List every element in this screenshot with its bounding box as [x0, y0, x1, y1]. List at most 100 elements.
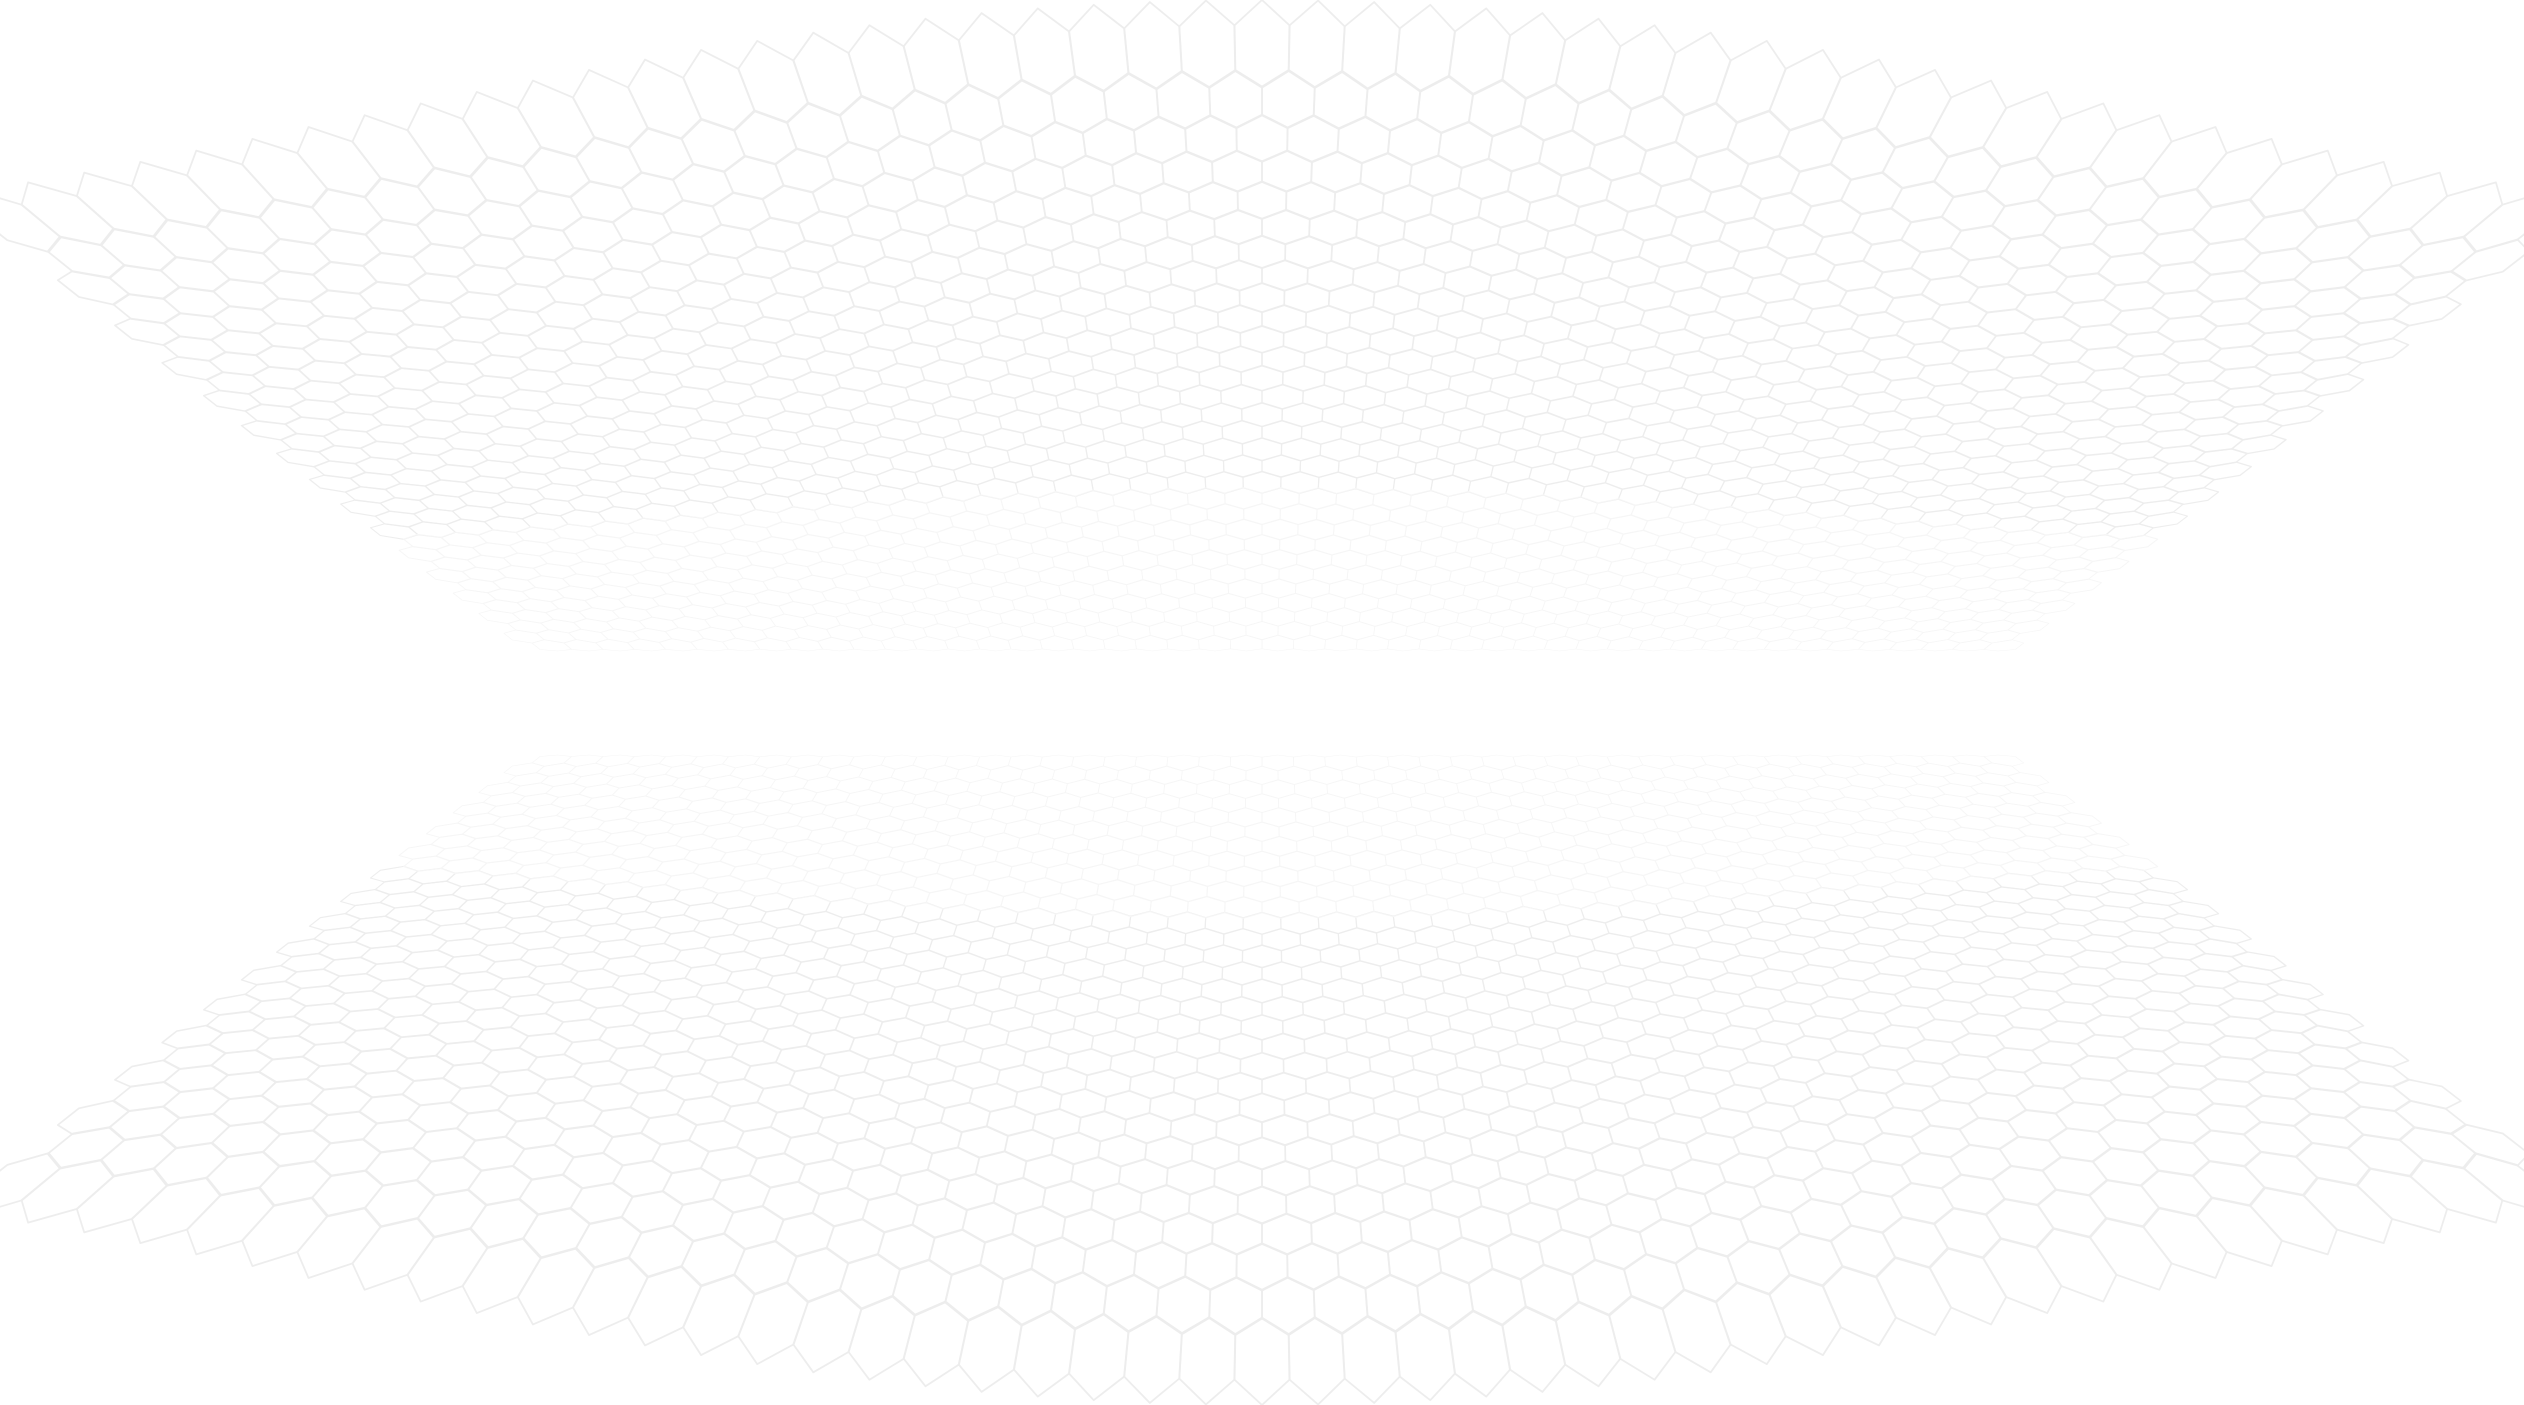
hexagon-cell [1669, 636, 1707, 652]
hexagon-cell [1617, 899, 1661, 922]
hexagon-cell [1976, 1068, 2036, 1098]
hexagon-cell [2250, 1049, 2314, 1077]
hexagon-cell [1019, 622, 1056, 641]
hexagon-cell [987, 765, 1024, 784]
hexagon-cell [450, 413, 504, 435]
hexagon-cell [1065, 1048, 1113, 1077]
hexagon-cell [1022, 877, 1063, 899]
hexagon-cell [1297, 518, 1335, 541]
hexagon-cell [1384, 849, 1423, 871]
hexagon-cell [1013, 990, 1060, 1016]
hexagon-cell [912, 754, 949, 770]
hexagon-cell [1763, 590, 1805, 608]
hexagon-cell [900, 610, 939, 629]
hexagon-cell [1340, 421, 1383, 446]
hexagon-cell [1575, 635, 1612, 652]
hexagon-cell [1084, 307, 1132, 338]
hexagon-cell [683, 540, 727, 559]
hexagon-cell [922, 583, 961, 603]
hexagon-cell [1392, 909, 1434, 933]
hexagon-cell [849, 453, 895, 476]
hexagon-cell [1175, 821, 1212, 842]
hexagon-cell [1065, 848, 1105, 870]
hexagon-cell [1148, 765, 1183, 785]
hexagon-cell [902, 949, 948, 973]
hexagon-cell [1771, 552, 1814, 571]
hexagon-cell [1221, 419, 1263, 445]
hexagon-cell [1062, 957, 1106, 983]
hexagon-cell [891, 1258, 953, 1317]
hexagon-cell [1505, 477, 1548, 500]
hexagon-cell [1497, 954, 1542, 979]
hexagon-cell [1401, 405, 1446, 431]
hexagon-cell [1830, 593, 1873, 610]
hexagon-cell [1841, 556, 1885, 575]
hexagon-cell [2152, 444, 2207, 465]
hexagon-cell [1468, 1128, 1521, 1163]
hexagon-cell [1137, 534, 1175, 556]
hexagon-cell [875, 514, 918, 535]
hexagon-cell [1141, 564, 1178, 585]
hexagon-cell [938, 903, 982, 926]
hexagon-cell [1244, 821, 1280, 843]
hexagon-cell [1243, 850, 1281, 872]
hexagon-cell [781, 548, 824, 568]
hexagon-cell [1128, 1070, 1176, 1100]
hexagon-cell [1537, 952, 1582, 976]
hexagon-cell [2035, 1227, 2118, 1303]
hexagon-cell [1047, 1028, 1095, 1056]
hexagon-cell [1355, 211, 1407, 248]
hexagon-cell [292, 1002, 352, 1026]
hexagon-cell [1538, 831, 1578, 852]
hexagon-cell [1133, 346, 1179, 375]
hexagon-cell [1416, 1087, 1466, 1119]
hexagon-cell [1604, 915, 1649, 938]
hexagon-cell [1031, 1107, 1082, 1140]
hexagon-cell [1314, 850, 1352, 872]
hexagon-cell [1767, 496, 1813, 517]
hexagon-cell [1039, 754, 1075, 771]
hexagon-cell [749, 892, 794, 913]
hexagon-cell [1607, 829, 1648, 849]
hexagon-cell [1221, 961, 1263, 986]
hexagon-cell [911, 556, 952, 576]
hexagon-cell [1187, 180, 1239, 221]
hexagon-cell [666, 820, 709, 838]
hexagon-cell [1285, 180, 1337, 221]
hexagon-cell [997, 78, 1057, 138]
hexagon-cell [1711, 825, 1753, 844]
hexagon-cell [862, 435, 908, 459]
hexagon-cell [1574, 790, 1613, 809]
hexagon-cell [1435, 441, 1479, 466]
hexagon-cell [1241, 437, 1283, 462]
hexagon-cell [1330, 236, 1380, 271]
hexagon-cell [683, 846, 727, 866]
hexagon-cell [875, 871, 918, 892]
hexagon-cell [841, 827, 882, 847]
hexagon-cell [1692, 764, 1731, 781]
hexagon-cell [1998, 233, 2063, 270]
hexagon-cell [1114, 1012, 1160, 1039]
hexagon-cell [1454, 1045, 1502, 1074]
hexagon-cell [1616, 435, 1662, 459]
hexagon-cell [1106, 564, 1144, 586]
hexagon-cell [1640, 789, 1679, 807]
hexagon-cell [1386, 117, 1443, 167]
hexagon-cell [1618, 571, 1659, 591]
hexagon-cell [1124, 943, 1166, 967]
hexagon-cell [2156, 1062, 2219, 1091]
hexagon-cell [407, 418, 462, 440]
hexagon-cell [837, 470, 882, 493]
hexagon-cell [1442, 792, 1480, 812]
hexagon-cell [2253, 351, 2316, 377]
hexagon-cell [865, 571, 906, 591]
hexagon-cell [1490, 460, 1533, 484]
hexagon-cell [297, 1021, 357, 1046]
hexagon-cell [1326, 607, 1361, 627]
hexagon-cell [75, 1167, 169, 1234]
hexagon-cell [1156, 835, 1194, 857]
hexagon-cell [863, 484, 907, 506]
hexagon-cell [796, 813, 838, 832]
hexagon-cell [359, 945, 414, 966]
hexagon-cell [1575, 754, 1612, 770]
